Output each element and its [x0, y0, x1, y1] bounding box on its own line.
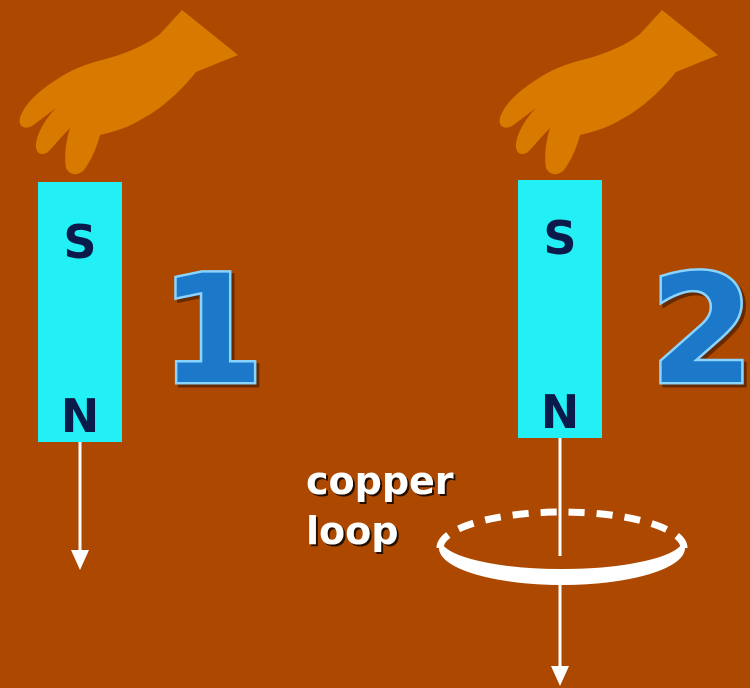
- scene-1: S N 1: [19, 10, 267, 570]
- copper-loop-label-line2: loop: [306, 509, 398, 553]
- copper-loop-icon: [436, 508, 688, 549]
- magnet-2-top-pole: S: [543, 211, 576, 265]
- scene-1-number: 1: [160, 244, 264, 418]
- copper-loop-label-line1: copper: [306, 459, 454, 503]
- magnet-2-bottom-pole: N: [541, 385, 580, 439]
- copper-loop-front: [439, 539, 685, 585]
- arrow-down-icon: [71, 442, 89, 570]
- magnet-1: S N: [38, 182, 122, 443]
- scene-2-number: 2: [650, 244, 750, 418]
- magnet-1-bottom-pole: N: [61, 389, 100, 443]
- arrow-down-icon: [551, 582, 569, 686]
- hand-icon: [499, 10, 718, 175]
- hand-icon: [19, 10, 239, 175]
- magnet-2: S N: [518, 180, 602, 439]
- scene-2: S N 2 copper loop: [306, 10, 750, 686]
- magnet-1-top-pole: S: [63, 215, 96, 269]
